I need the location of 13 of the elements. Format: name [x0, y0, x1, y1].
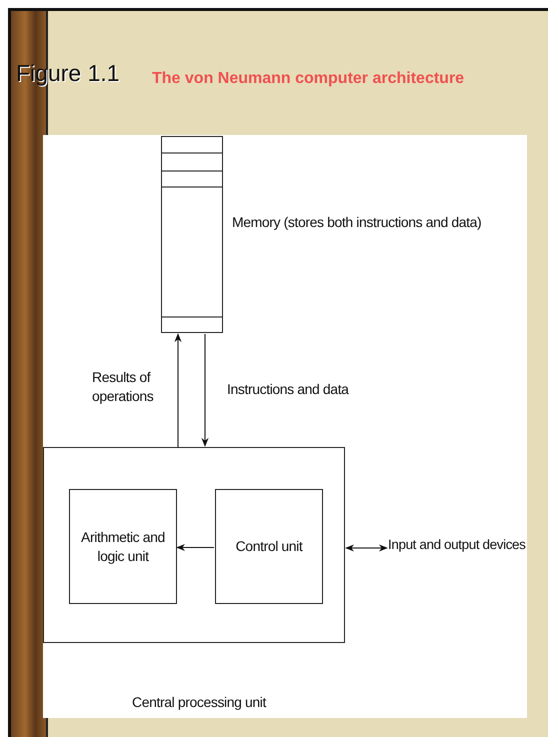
arrow [345, 544, 388, 552]
unit-box [215, 489, 323, 604]
memory-stack [161, 136, 223, 333]
node-label: Arithmetic and logic unit [80, 528, 166, 566]
box-heading: Central processing unit [132, 693, 266, 712]
figure-title: The von Neumann computer architecture [152, 69, 464, 89]
arrow [174, 333, 182, 448]
node-label: Input and output devices [388, 536, 527, 554]
node-label: Control unit [234, 537, 304, 556]
arrow [201, 334, 209, 447]
memory-caption: Memory (stores both instructions and data) [232, 213, 482, 232]
arrow [176, 544, 214, 552]
unit-box [69, 489, 177, 604]
